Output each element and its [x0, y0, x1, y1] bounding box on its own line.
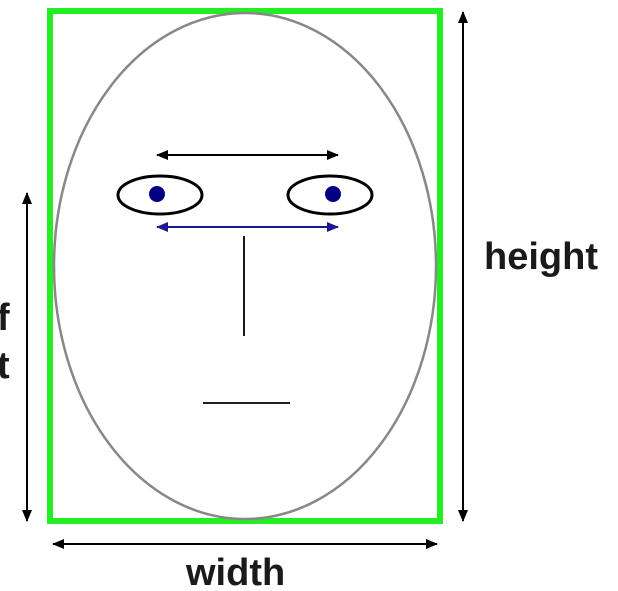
width-label: width [186, 551, 285, 591]
face-outline [54, 13, 436, 519]
right-pupil [325, 186, 341, 202]
height-label: height [484, 235, 598, 279]
right-eye [288, 176, 372, 214]
left-label-fragment-top: f [0, 296, 10, 340]
left-label-fragment-bottom: t [0, 344, 10, 388]
left-eye [118, 176, 202, 214]
left-pupil [149, 186, 165, 202]
